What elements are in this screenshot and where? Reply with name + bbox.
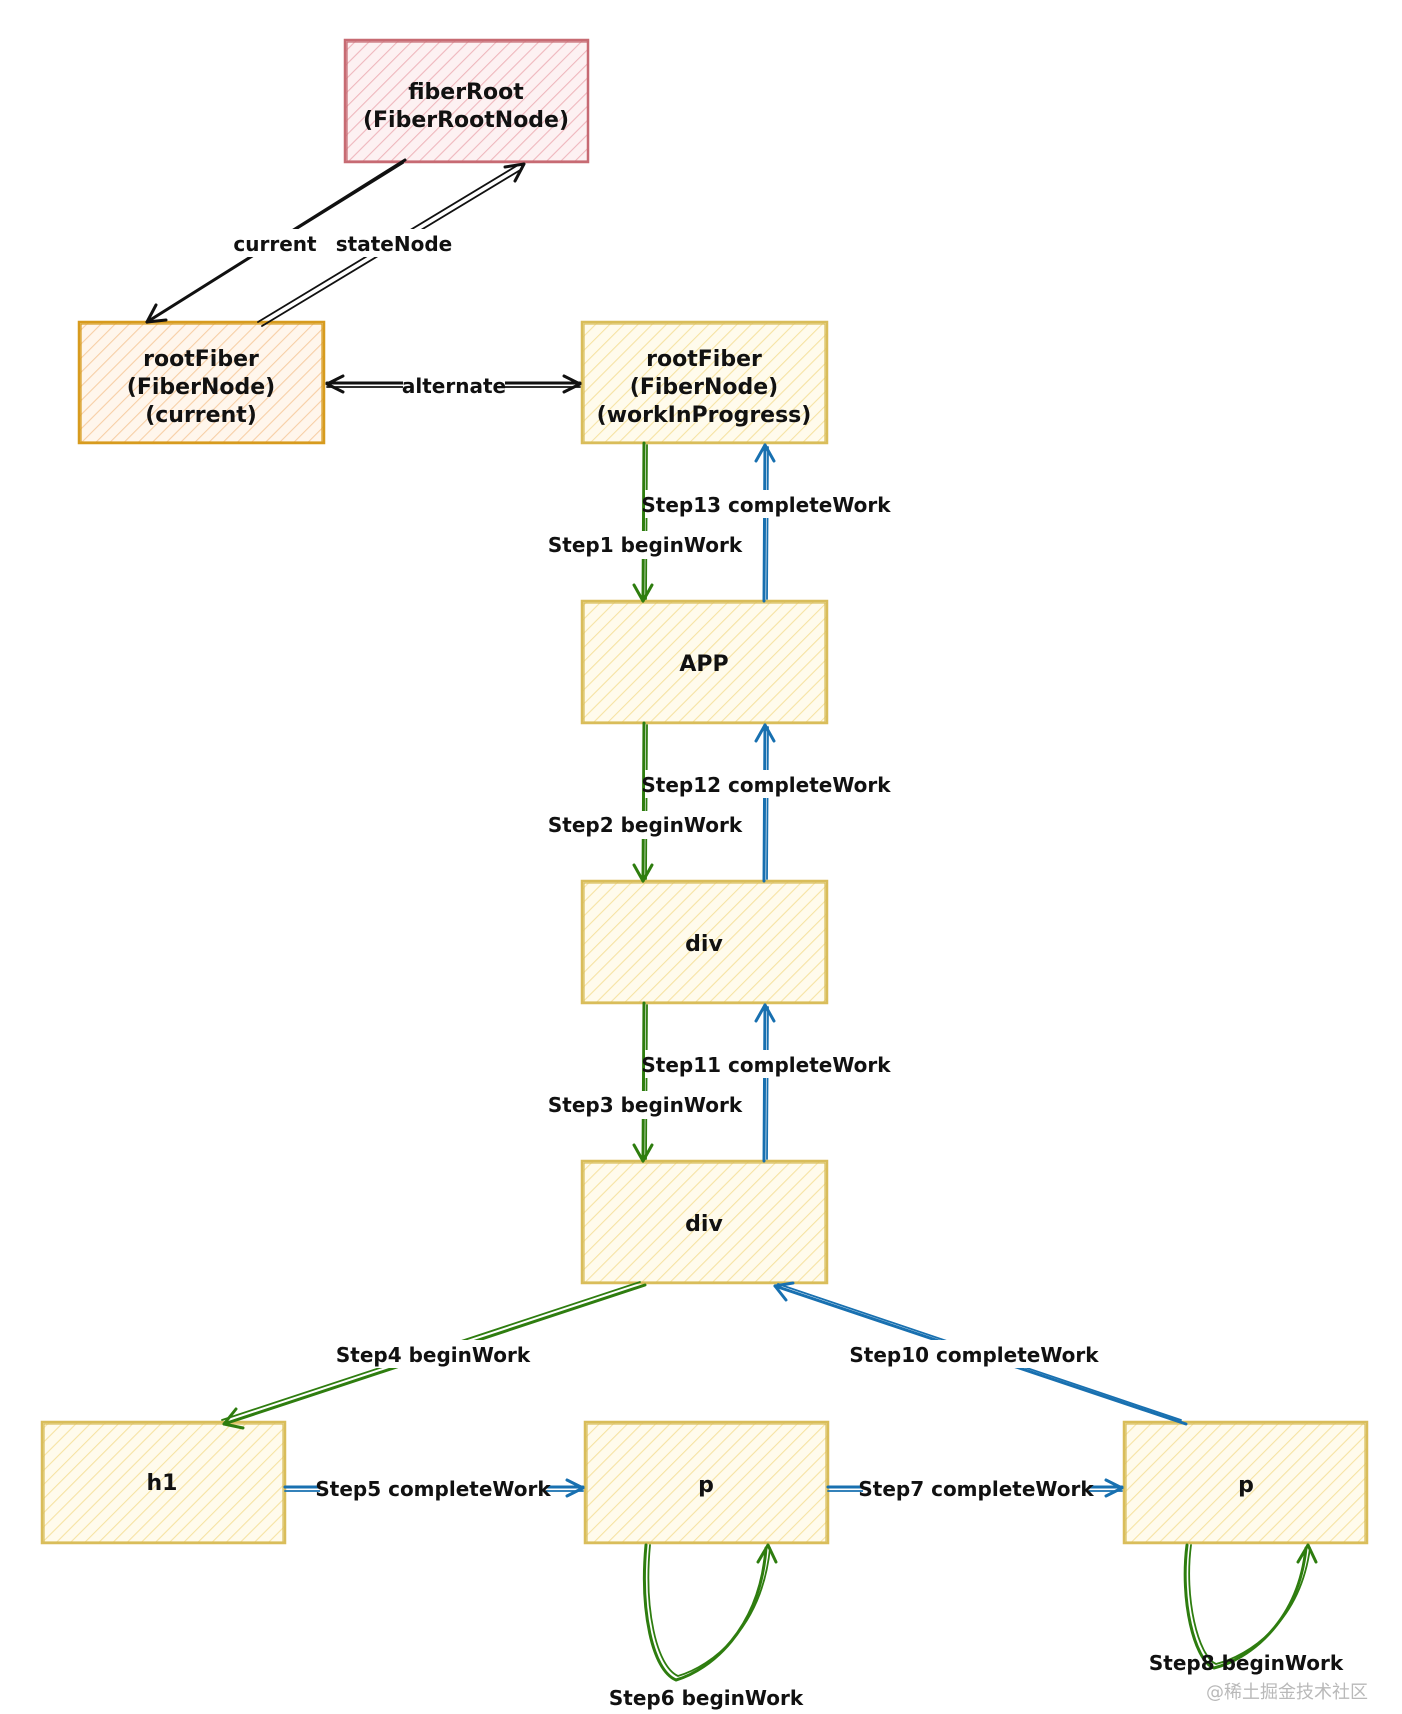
edge-step2-label: Step2 beginWork <box>548 813 743 837</box>
edge-step13-label: Step13 completeWork <box>641 493 891 517</box>
edge-step12-label: Step12 completeWork <box>641 773 891 797</box>
edge-alternate: alternate <box>325 371 582 399</box>
edge-step3-label: Step3 beginWork <box>548 1093 743 1117</box>
watermark: @稀土掘金技术社区 <box>1206 1682 1368 1703</box>
fiber-root-label-1: fiberRoot <box>408 80 524 105</box>
edge-step2: Step2 beginWork <box>548 721 743 883</box>
edge-step7: Step7 completeWork <box>826 1475 1124 1503</box>
edge-current-label: current <box>233 232 317 256</box>
edge-step13: Step13 completeWork <box>641 443 891 603</box>
edge-step8-label: Step8 beginWork <box>1149 1651 1344 1675</box>
node-div-2: div <box>580 1159 829 1285</box>
root-fiber-wip-label-3: (workInProgress) <box>597 403 812 428</box>
node-root-fiber-current: rootFiber (FiberNode) (current) <box>77 320 326 445</box>
edge-alternate-label: alternate <box>402 374 506 398</box>
edge-step5-label: Step5 completeWork <box>315 1477 551 1501</box>
root-fiber-current-label-1: rootFiber <box>143 347 259 372</box>
div-2-label: div <box>685 1212 723 1237</box>
node-div-1: div <box>580 879 829 1005</box>
edge-step11: Step11 completeWork <box>641 1003 891 1163</box>
edge-step6: Step6 beginWork <box>609 1543 804 1710</box>
node-h1: h1 <box>40 1420 287 1545</box>
edge-state-node-label: stateNode <box>336 232 452 256</box>
app-label: APP <box>679 652 728 677</box>
edge-current: current <box>145 158 407 324</box>
edge-step10: Step10 completeWork <box>773 1281 1188 1426</box>
edge-step10-label: Step10 completeWork <box>849 1343 1099 1367</box>
edge-state-node: stateNode <box>257 162 526 327</box>
root-fiber-current-label-2: (FiberNode) <box>127 375 275 400</box>
p-1-label: p <box>698 1473 714 1498</box>
edge-step4-label: Step4 beginWork <box>336 1343 531 1367</box>
fiber-root-label-2: (FiberRootNode) <box>363 108 569 133</box>
root-fiber-current-label-3: (current) <box>145 403 257 428</box>
edge-step4: Step4 beginWork <box>221 1281 647 1430</box>
p-2-label: p <box>1238 1473 1254 1498</box>
edge-step1-label: Step1 beginWork <box>548 533 743 557</box>
edge-step8: Step8 beginWork <box>1149 1543 1344 1675</box>
node-app: APP <box>580 599 829 725</box>
edge-step6-label: Step6 beginWork <box>609 1686 804 1710</box>
edge-step7-label: Step7 completeWork <box>858 1477 1094 1501</box>
node-fiber-root: fiberRoot (FiberRootNode) <box>343 38 590 164</box>
edge-step11-label: Step11 completeWork <box>641 1053 891 1077</box>
div-1-label: div <box>685 932 723 957</box>
edge-step3: Step3 beginWork <box>548 1001 743 1163</box>
root-fiber-wip-label-1: rootFiber <box>646 347 762 372</box>
edge-step1: Step1 beginWork <box>548 441 743 603</box>
root-fiber-wip-label-2: (FiberNode) <box>630 375 778 400</box>
node-p-1: p <box>583 1420 830 1545</box>
node-p-2: p <box>1122 1420 1369 1545</box>
h1-label: h1 <box>147 1471 178 1496</box>
edge-step5: Step5 completeWork <box>283 1475 585 1503</box>
node-root-fiber-wip: rootFiber (FiberNode) (workInProgress) <box>580 320 829 445</box>
edge-step12: Step12 completeWork <box>641 723 891 883</box>
